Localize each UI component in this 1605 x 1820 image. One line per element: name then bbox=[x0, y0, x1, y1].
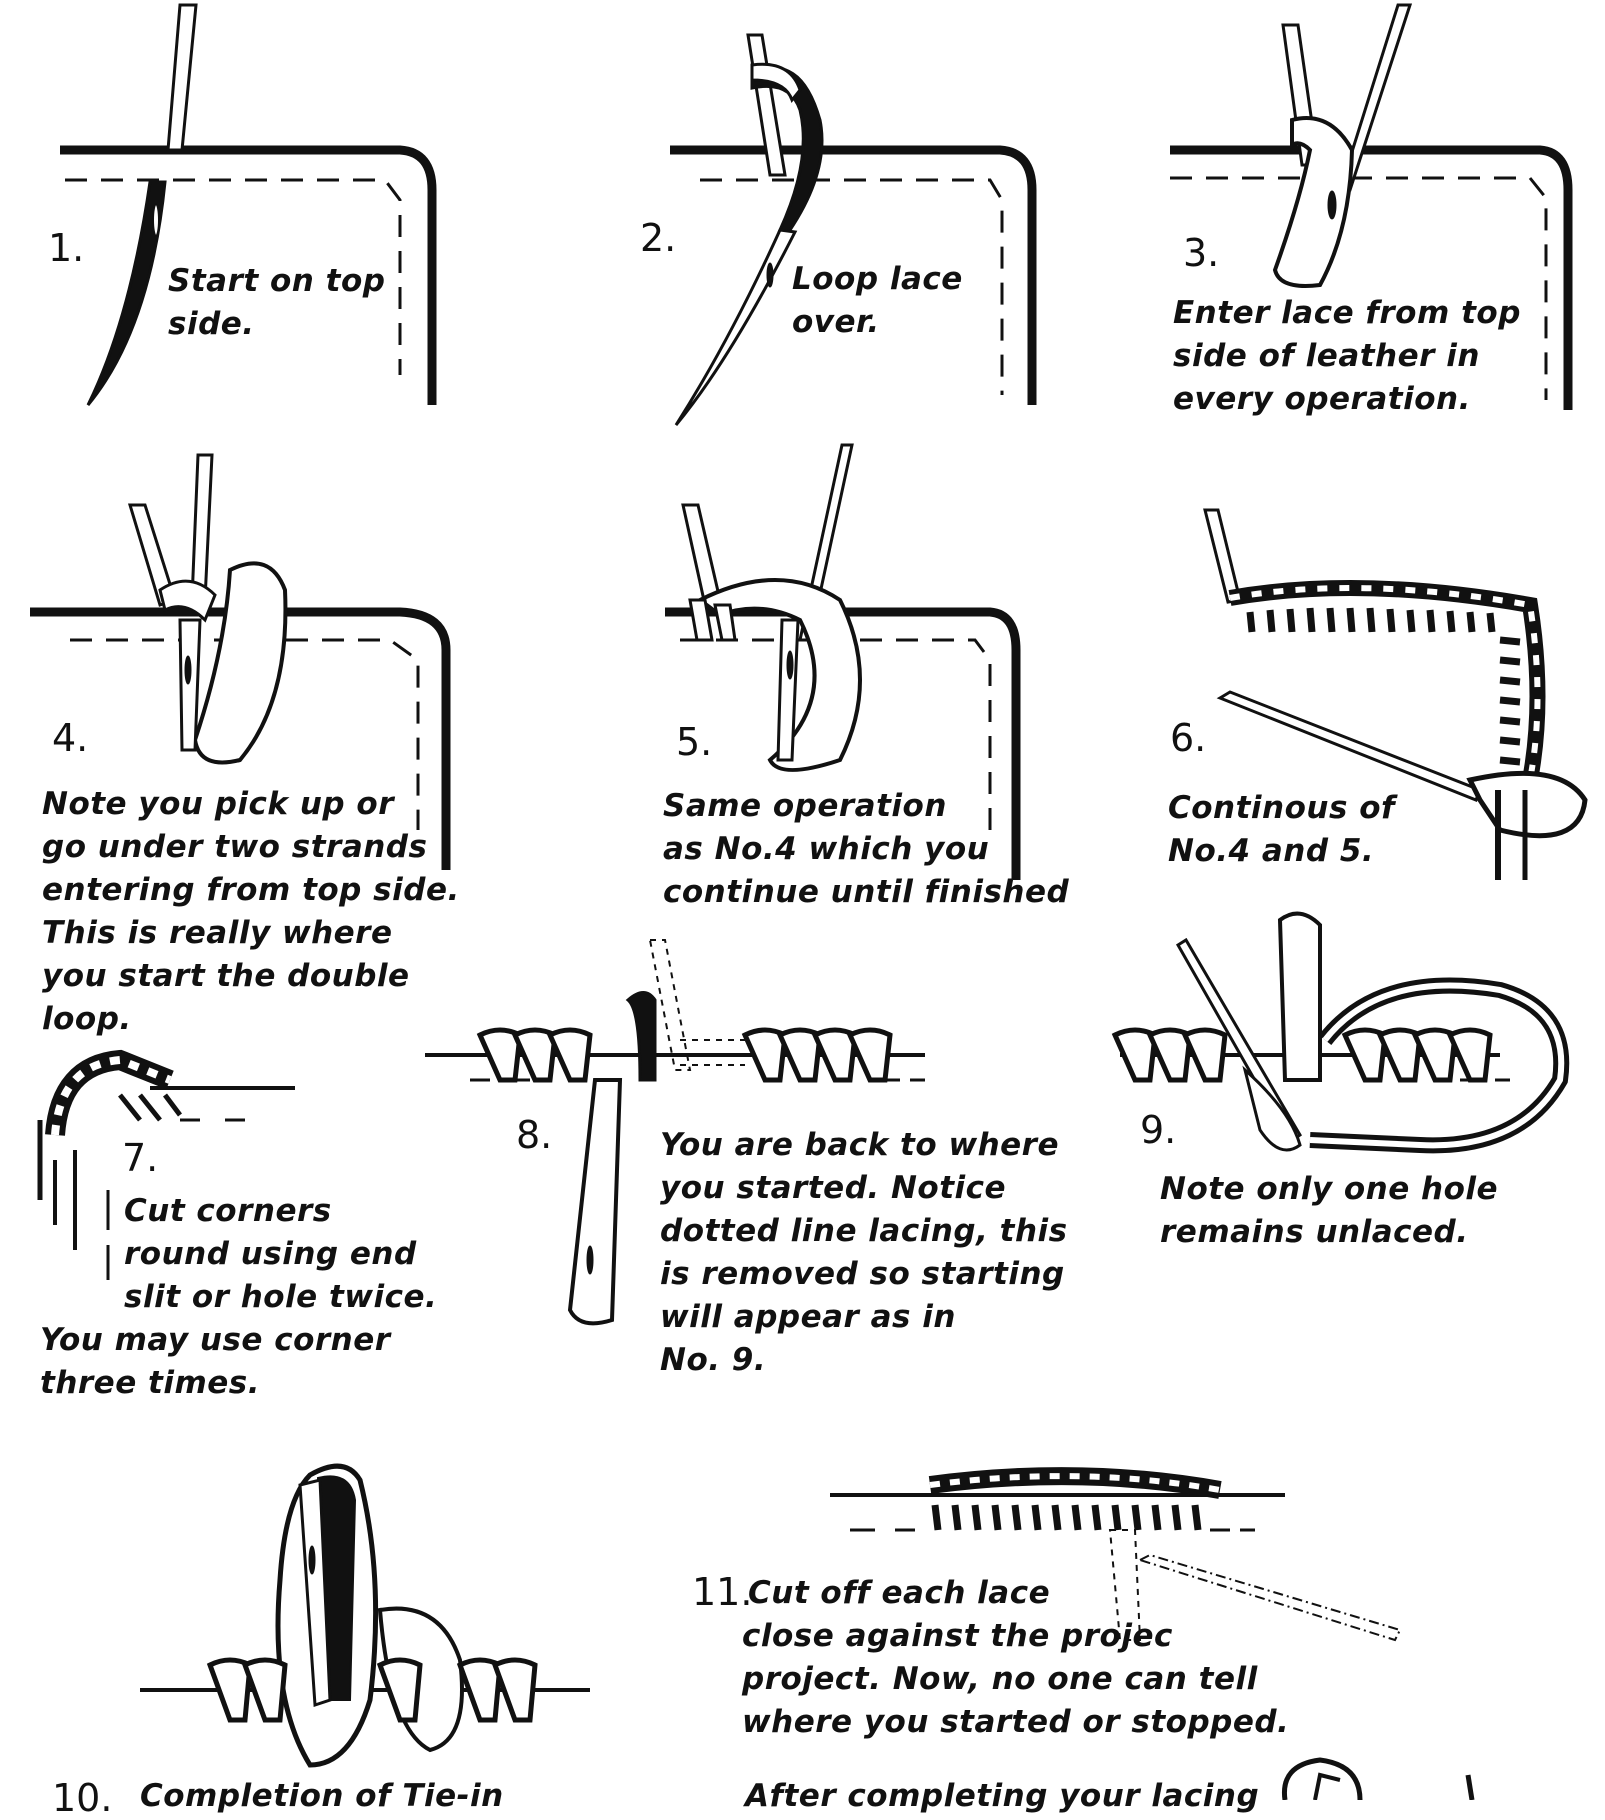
caption-line: slit or hole twice. bbox=[40, 1276, 437, 1319]
panel-2-illustration bbox=[670, 35, 1032, 425]
caption-line: No.4 and 5. bbox=[1168, 830, 1395, 873]
panel-9-illustration bbox=[1115, 914, 1561, 1150]
step-4-caption: Note you pick up or go under two strands… bbox=[42, 783, 460, 1041]
caption-line: where you started or stopped. bbox=[742, 1701, 1289, 1744]
caption-line: every operation. bbox=[1173, 378, 1521, 421]
caption-line: you start the double bbox=[42, 955, 460, 998]
step-1-number: 1. bbox=[48, 228, 84, 268]
step-7-caption: Cut corners round using end slit or hole… bbox=[40, 1190, 437, 1405]
step-6-caption: Continous of No.4 and 5. bbox=[1168, 787, 1395, 873]
step-4-number: 4. bbox=[52, 718, 88, 758]
caption-line: You may use corner bbox=[40, 1319, 437, 1362]
step-10-caption: Completion of Tie-in bbox=[140, 1775, 504, 1818]
caption-line: Cut corners bbox=[40, 1190, 437, 1233]
footer-icon bbox=[1284, 1760, 1472, 1800]
caption-line: round using end bbox=[40, 1233, 437, 1276]
step-2-number: 2. bbox=[640, 218, 676, 258]
caption-line: as No.4 which you bbox=[663, 828, 1069, 871]
step-3-number: 3. bbox=[1183, 233, 1219, 273]
step-8-number: 8. bbox=[516, 1115, 552, 1155]
caption-line: Enter lace from top bbox=[1173, 292, 1521, 335]
caption-line: Note you pick up or bbox=[42, 783, 460, 826]
caption-line: project. Now, no one can tell bbox=[742, 1658, 1289, 1701]
caption-line: over. bbox=[792, 301, 963, 344]
caption-line: Start on top bbox=[168, 260, 385, 303]
caption-line: side of leather in bbox=[1173, 335, 1521, 378]
step-6-number: 6. bbox=[1170, 718, 1206, 758]
caption-line: close against the projec bbox=[742, 1615, 1289, 1658]
caption-line: dotted line lacing, this bbox=[660, 1210, 1068, 1253]
step-1-caption: Start on top side. bbox=[168, 260, 385, 346]
step-11-caption: Cut off each lace close against the proj… bbox=[748, 1572, 1289, 1744]
caption-line: you started. Notice bbox=[660, 1167, 1068, 1210]
needle-icon bbox=[676, 230, 795, 425]
caption-line: will appear as in bbox=[660, 1296, 1068, 1339]
caption-line: continue until finished bbox=[663, 871, 1069, 914]
caption-line: is removed so starting bbox=[660, 1253, 1068, 1296]
step-3-caption: Enter lace from top side of leather in e… bbox=[1173, 292, 1521, 421]
step-11-number: 11. bbox=[692, 1572, 752, 1612]
step-7-number: 7. bbox=[122, 1138, 158, 1178]
needle-icon bbox=[1220, 692, 1480, 800]
step-9-number: 9. bbox=[1140, 1110, 1176, 1150]
caption-line: side. bbox=[168, 303, 385, 346]
lace-icon bbox=[168, 5, 196, 150]
caption-line: Note only one hole bbox=[1160, 1168, 1498, 1211]
step-9-caption: Note only one hole remains unlaced. bbox=[1160, 1168, 1498, 1254]
caption-line: remains unlaced. bbox=[1160, 1211, 1498, 1254]
panel-10-illustration bbox=[140, 1466, 590, 1765]
caption-line: Same operation bbox=[663, 785, 1069, 828]
step-5-caption: Same operation as No.4 which you continu… bbox=[663, 785, 1069, 914]
caption-line: You are back to where bbox=[660, 1124, 1068, 1167]
footer-note: After completing your lacing bbox=[745, 1775, 1259, 1818]
needle-icon bbox=[570, 1080, 620, 1323]
step-8-caption: You are back to where you started. Notic… bbox=[660, 1124, 1068, 1382]
step-5-number: 5. bbox=[676, 722, 712, 762]
caption-line: No. 9. bbox=[660, 1339, 1068, 1382]
caption-line: go under two strands bbox=[42, 826, 460, 869]
caption-line: three times. bbox=[40, 1362, 437, 1405]
caption-line: Completion of Tie-in bbox=[140, 1775, 504, 1818]
step-10-number: 10. bbox=[52, 1778, 112, 1818]
caption-line: loop. bbox=[42, 998, 460, 1041]
caption-line: This is really where bbox=[42, 912, 460, 955]
caption-line: entering from top side. bbox=[42, 869, 460, 912]
caption-line: Cut off each lace bbox=[748, 1572, 1289, 1615]
needle-icon bbox=[192, 455, 212, 600]
caption-line: Continous of bbox=[1168, 787, 1395, 830]
step-2-caption: Loop lace over. bbox=[792, 258, 963, 344]
caption-line: Loop lace bbox=[792, 258, 963, 301]
